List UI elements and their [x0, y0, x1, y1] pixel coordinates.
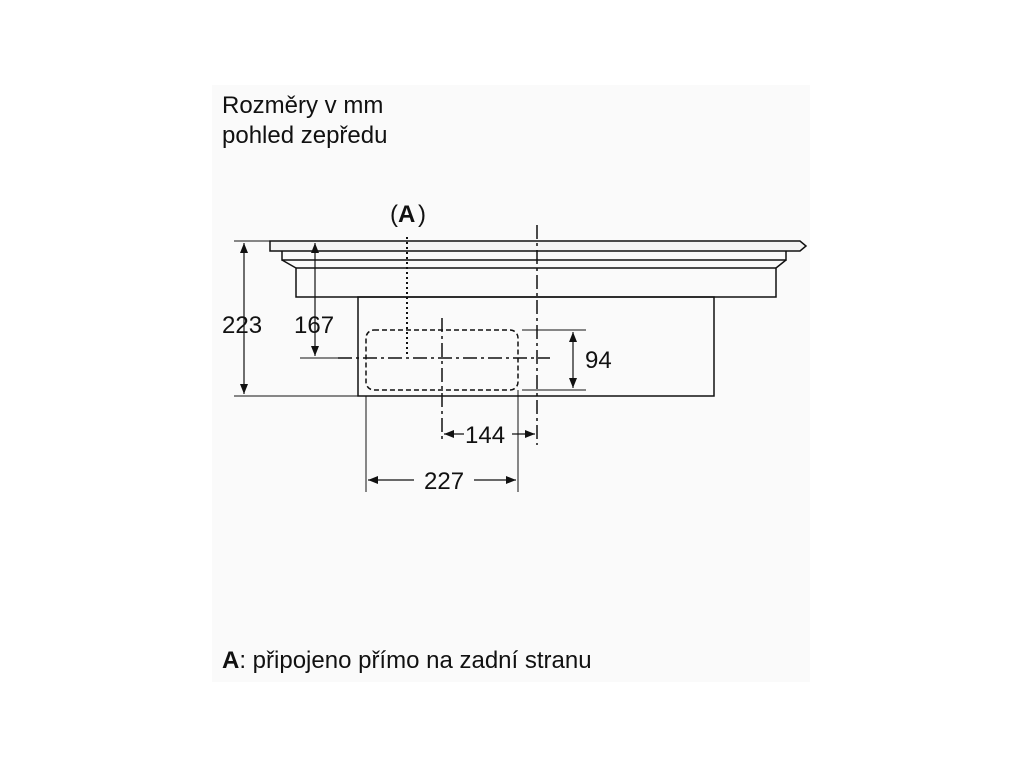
footnote: A: připojeno přímo na zadní stranu	[222, 646, 592, 675]
dim-label-duct-offset: 144	[465, 422, 505, 449]
callout-open-paren: (	[390, 201, 398, 228]
callout-letter: A	[398, 201, 415, 228]
dim-label-total-height: 223	[222, 312, 262, 339]
heading-units: Rozměry v mm	[222, 92, 384, 119]
callout-close-paren: )	[418, 201, 426, 228]
dim-label-hob-depth: 167	[294, 312, 334, 339]
dim-label-duct-height: 94	[585, 347, 612, 374]
dim-label-duct-width: 227	[424, 468, 464, 495]
extractor-box	[357, 296, 715, 397]
drawing-panel	[212, 85, 810, 682]
footnote-text: : připojeno přímo na zadní stranu	[239, 647, 592, 674]
hob-frame	[281, 251, 787, 261]
hob-housing	[281, 259, 787, 298]
hob-glass-plate	[269, 240, 808, 252]
footnote-letter: A	[222, 647, 240, 674]
heading-view: pohled zepředu	[222, 122, 388, 149]
